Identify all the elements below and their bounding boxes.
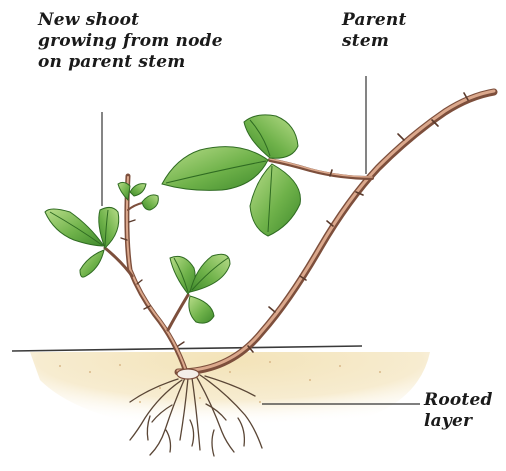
leaf (189, 296, 214, 323)
new-shoot-label-line: growing from node (38, 31, 223, 52)
leaf (80, 250, 104, 277)
parent-stem-label: Parent stem (342, 10, 407, 52)
rooted-layer-label: Rooted layer (424, 390, 493, 432)
leaf (118, 182, 130, 200)
new-shoot-label-line: on parent stem (38, 52, 223, 73)
rooted-node (177, 369, 199, 379)
leaves (45, 115, 300, 323)
new-shoot-label-line: New shoot (38, 10, 223, 31)
leaf (130, 184, 146, 196)
rooted-layer-label-line: Rooted (424, 390, 493, 411)
leaf (162, 147, 268, 191)
soil (12, 346, 430, 434)
leaf (99, 207, 119, 248)
parent-stem (178, 91, 494, 372)
parent-stem-label-line: Parent (342, 10, 407, 31)
rooted-layer-label-line: layer (424, 411, 493, 432)
leaf (142, 195, 158, 210)
parent-stem-label-line: stem (342, 31, 407, 52)
new-shoot-label: New shoot growing from node on parent st… (38, 10, 223, 73)
